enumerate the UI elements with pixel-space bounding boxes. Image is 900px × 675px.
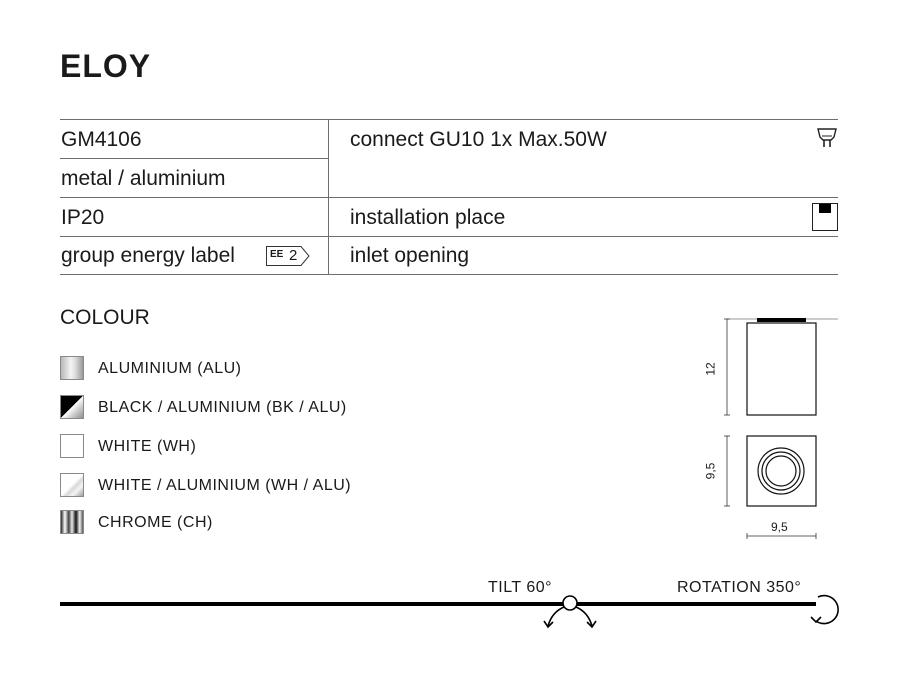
connect-spec: connect GU10 1x Max.50W	[350, 128, 607, 151]
black-aluminium-swatch	[60, 395, 84, 419]
side-view-drawing	[724, 318, 838, 416]
chrome-swatch	[60, 510, 84, 534]
tilt-arrows-icon	[543, 595, 597, 629]
colour-heading: COLOUR	[60, 306, 150, 329]
rotation-label: ROTATION 350°	[677, 579, 802, 596]
colour-label: WHITE / ALUMINIUM (WH / ALU)	[98, 477, 352, 494]
badge-ee-text: EE	[270, 249, 284, 260]
energy-label: group energy label	[61, 244, 235, 267]
installation-place: installation place	[350, 206, 506, 229]
product-code: GM4106	[61, 128, 142, 151]
white-aluminium-swatch	[60, 473, 84, 497]
material: metal / aluminium	[61, 167, 226, 190]
colour-label: WHITE (WH)	[98, 438, 197, 455]
ceiling-installation-icon	[812, 203, 838, 231]
energy-class-badge: EE 2	[266, 246, 310, 266]
table-rule	[60, 158, 328, 159]
table-rule	[60, 236, 838, 237]
top-view-drawing	[724, 435, 817, 539]
width-dimension: 9,5	[771, 520, 788, 534]
table-rule	[60, 197, 838, 198]
colour-label: CHROME (CH)	[98, 514, 213, 531]
table-divider	[328, 119, 329, 275]
ip-rating: IP20	[61, 206, 105, 229]
tilt-label: TILT 60°	[488, 579, 553, 596]
table-bottom-rule	[60, 274, 838, 275]
inlet-opening: inlet opening	[350, 244, 470, 267]
badge-class-number: 2	[289, 247, 298, 264]
feature-line	[60, 602, 816, 606]
gu10-bulb-icon	[817, 128, 837, 147]
colour-label: ALUMINIUM (ALU)	[98, 360, 242, 377]
white-swatch	[60, 434, 84, 458]
colour-label: BLACK / ALUMINIUM (BK / ALU)	[98, 399, 347, 416]
badge-outline-icon	[266, 246, 310, 266]
rotation-arrow-icon	[810, 594, 839, 625]
table-top-rule	[60, 119, 838, 120]
depth-dimension: 9,5	[703, 462, 718, 480]
product-title: ELOY	[60, 48, 152, 84]
height-dimension: 12	[703, 362, 718, 376]
aluminium-swatch	[60, 356, 84, 380]
